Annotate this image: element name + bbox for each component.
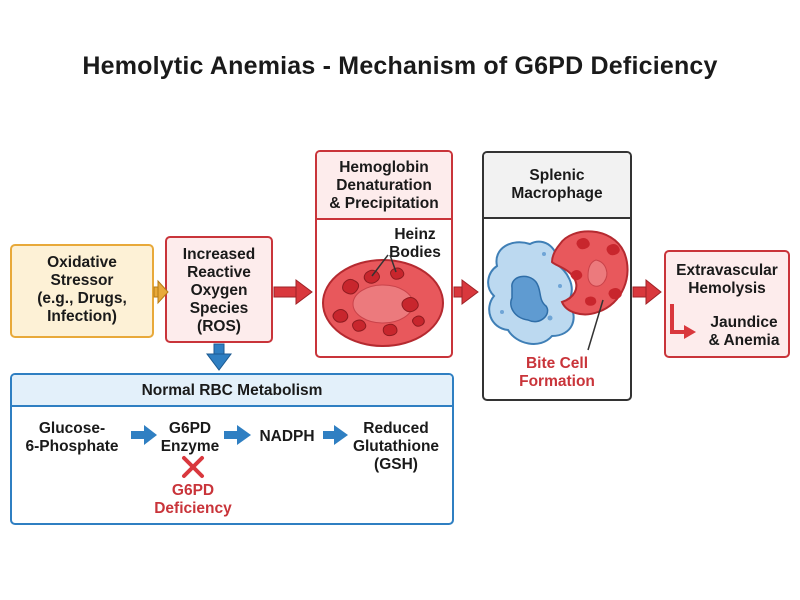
g6pd-enzyme-line-2: Enzyme [160, 438, 220, 455]
hemolysis-line-1: Extravascular [676, 262, 778, 279]
glucose-line-1: Glucose- [38, 420, 106, 437]
bite-cell-line-1: Bite Cell [525, 355, 588, 372]
page-title: Hemolytic Anemias - Mechanism of G6PD De… [82, 52, 718, 80]
stressor-line-1: Oxidative [47, 254, 117, 271]
arrow-ros-to-hemoglobin [273, 279, 313, 305]
macrophage-header-line-1: Splenic [529, 167, 585, 184]
stressor-line-4: Infection) [47, 308, 117, 325]
arrow-hemoglobin-to-macrophage [453, 279, 479, 305]
arrow-nadph-to-gsh [323, 425, 348, 445]
arrow-enzyme-to-nadph [224, 425, 251, 445]
metabolism-header: Normal RBC Metabolism [12, 375, 452, 407]
hemoglobin-header: Hemoglobin Denaturation & Precipitation [317, 152, 451, 220]
ros-line-3: Oxygen [190, 282, 248, 299]
g6pd-enzyme-line-1: G6PD [168, 420, 212, 437]
deficiency-line-2: Deficiency [154, 500, 232, 517]
nadph-label: NADPH [259, 428, 315, 445]
gsh-line-1: Reduced [363, 420, 429, 437]
hemolysis-box: Extravascular Hemolysis Jaundice & Anemi… [664, 250, 790, 358]
arrow-ros-to-metabolism [206, 343, 232, 371]
bite-cell-illustration [550, 230, 629, 351]
heinz-label-line-2: Bodies [389, 244, 441, 261]
gsh-line-3: (GSH) [374, 456, 418, 473]
stressor-line-3: (e.g., Drugs, [37, 290, 127, 307]
deficiency-line-1: G6PD [171, 482, 215, 499]
gsh-line-2: Glutathione [352, 438, 440, 455]
jaundice-line-2: & Anemia [708, 332, 780, 349]
rbc-heinz-illustration [322, 254, 444, 347]
oxidative-stressor-box: Oxidative Stressor (e.g., Drugs, Infecti… [10, 244, 154, 338]
macrophage-header: Splenic Macrophage [484, 153, 630, 219]
bite-cell-line-2: Formation [519, 373, 595, 390]
ros-line-4: Species [189, 300, 249, 317]
ros-line-5: (ROS) [197, 318, 241, 335]
macrophage-illustration [487, 240, 575, 345]
heinz-label-line-1: Heinz [394, 226, 436, 243]
arrow-macrophage-to-hemolysis [632, 278, 662, 306]
ros-box: Increased Reactive Oxygen Species (ROS) [165, 236, 273, 343]
arrow-hemolysis-to-result [670, 304, 696, 339]
hemolysis-line-2: Hemolysis [688, 280, 766, 297]
deficiency-x-icon [182, 456, 204, 478]
macrophage-header-line-2: Macrophage [511, 185, 603, 202]
metabolism-box: Normal RBC Metabolism [10, 373, 454, 525]
jaundice-line-1: Jaundice [710, 314, 778, 331]
arrow-stressor-to-ros [153, 279, 169, 305]
stressor-line-2: Stressor [50, 272, 114, 289]
hemoglobin-header-line-3: & Precipitation [329, 195, 439, 212]
ros-line-1: Increased [182, 246, 256, 263]
arrow-glucose-to-enzyme [131, 425, 157, 445]
hemoglobin-header-line-1: Hemoglobin [339, 159, 429, 176]
hemoglobin-header-line-2: Denaturation [336, 177, 432, 194]
glucose-line-2: 6-Phosphate [25, 438, 119, 455]
ros-line-2: Reactive [187, 264, 251, 281]
